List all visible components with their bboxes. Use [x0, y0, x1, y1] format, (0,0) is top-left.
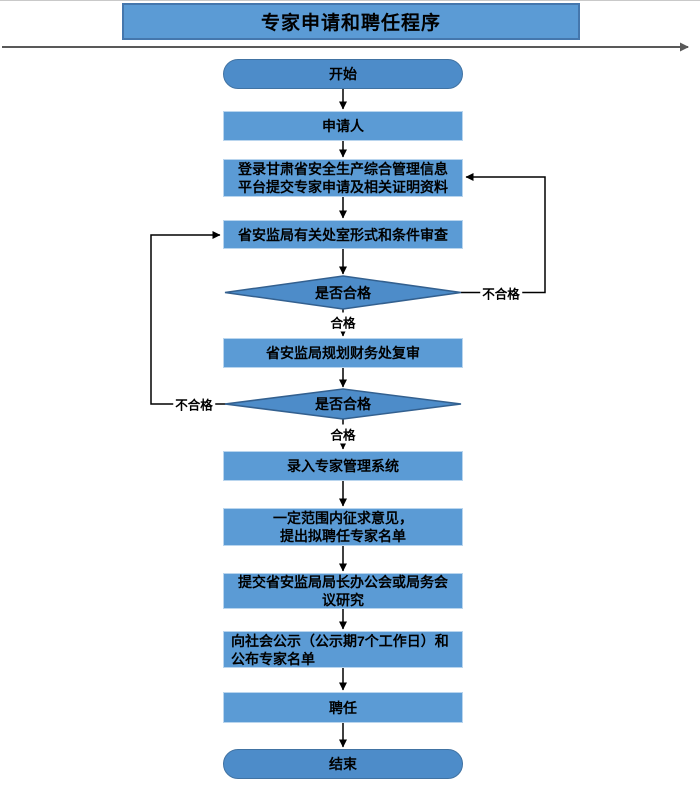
node-appoint-label: 聘任	[329, 699, 357, 716]
node-start-label: 开始	[329, 66, 357, 82]
fail-label-left: 不合格	[173, 394, 215, 414]
node-dept-review: 省安监局有关处室形式和条件审查	[223, 220, 463, 249]
fail-label-right: 不合格	[480, 283, 522, 302]
node-finance-review: 省安监局规划财务处复审	[223, 338, 463, 368]
pass-label-1: 合格	[328, 312, 358, 332]
node-end-label: 结束	[329, 756, 357, 772]
node-dept-review-label: 省安监局有关处室形式和条件审查	[238, 226, 448, 243]
node-end: 结束	[223, 749, 463, 779]
node-login-line1: 登录甘肃省安全生产综合管理信息	[238, 161, 448, 177]
node-submit-meeting-line2: 议研究	[322, 592, 364, 608]
fail-loop-right	[461, 173, 546, 294]
node-register-system-label: 录入专家管理系统	[287, 458, 399, 474]
fail-loop-left	[150, 231, 226, 405]
node-finance-review-label: 省安监局规划财务处复审	[266, 345, 420, 361]
node-login-line2: 平台提交专家申请及相关证明资料	[238, 179, 448, 195]
node-solicit-line2: 提出拟聘任专家名单	[280, 528, 406, 544]
page-title: 专家申请和聘任程序	[122, 3, 580, 40]
page-title-text: 专家申请和聘任程序	[260, 13, 441, 34]
node-applicant: 申请人	[223, 111, 463, 141]
node-appoint: 聘任	[223, 692, 463, 723]
node-start: 开始	[223, 59, 463, 89]
decision1-label: 是否合格	[315, 284, 371, 301]
node-solicit-line1: 一定范围内征求意见，	[273, 510, 413, 526]
decision1-diamond	[224, 275, 462, 310]
node-applicant-label: 申请人	[322, 118, 364, 134]
pass-label-2: 合格	[328, 424, 358, 444]
node-submit-meeting-line1: 提交省安监局局长办公会或局务会	[238, 574, 448, 590]
node-submit-meeting: 提交省安监局局长办公会或局务会 议研究	[223, 573, 463, 609]
node-public-announcement-line2: 公布专家名单	[231, 650, 315, 667]
node-public-announcement-line1: 向社会公示（公示期7个工作日）和	[231, 632, 449, 649]
decision2-label: 是否合格	[315, 396, 371, 412]
node-public-announcement: 向社会公示（公示期7个工作日）和 公布专家名单	[223, 631, 463, 668]
node-solicit-opinions: 一定范围内征求意见， 提出拟聘任专家名单	[223, 508, 463, 546]
decision2-diamond	[224, 388, 462, 420]
node-register-system: 录入专家管理系统	[223, 451, 463, 481]
node-login-platform: 登录甘肃省安全生产综合管理信息 平台提交专家申请及相关证明资料	[223, 159, 463, 197]
